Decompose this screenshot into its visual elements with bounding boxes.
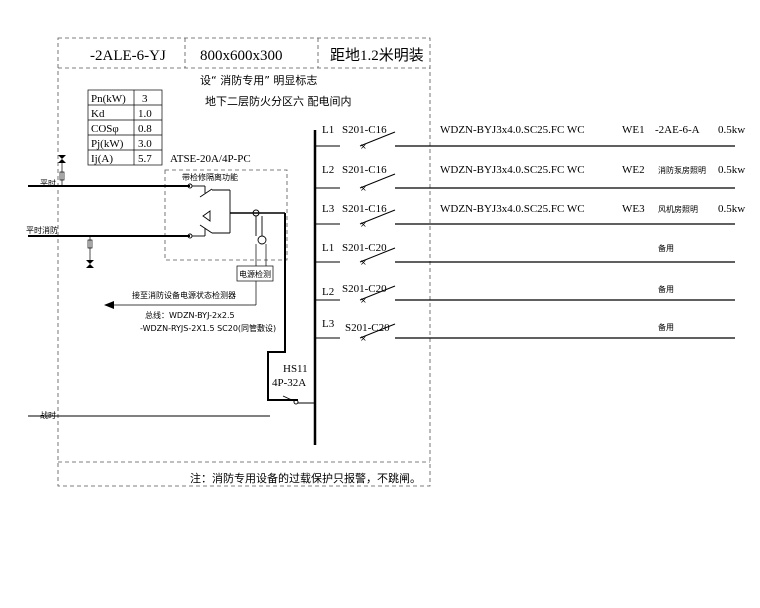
circuit-loop: WE1 xyxy=(622,124,645,136)
atse-note: 带检修隔离功能 xyxy=(182,172,238,182)
circuit-cable: WDZN-BYJ3x4.0.SC25.FC WC xyxy=(440,164,585,176)
circuit-load: 消防泵房照明 xyxy=(658,165,706,175)
location-note: 地下二层防火分区六 配电间内 xyxy=(205,94,352,108)
breaker-x-icon: × xyxy=(360,142,367,151)
circuit-power: 0.5kw xyxy=(718,124,745,136)
circuit-breaker: S201-C16 xyxy=(342,203,387,215)
param-label: COSφ xyxy=(91,123,119,135)
circuit-row: L1 S201-C16 × WDZN-BYJ3x4.0.SC25.FC WC W… xyxy=(315,124,745,151)
breaker-icon xyxy=(359,247,396,263)
param-table: Pn(kW) 3 Kd 1.0 COSφ 0.8 Pj(kW) 3.0 Ij(A… xyxy=(87,89,163,166)
circuit-breaker: S201-C16 xyxy=(342,164,387,176)
circuit-load: 备用 xyxy=(658,284,674,294)
breaker-icon xyxy=(359,131,396,147)
monitor-arrow-text: 接至消防设备电源状态检测器 xyxy=(132,290,236,300)
circuit-loop: WE3 xyxy=(622,203,645,215)
footer-note: 注：消防专用设备的过载保护只报警，不跳闸。 xyxy=(190,471,421,485)
circuit-row: L2 S201-C16 × WDZN-BYJ3x4.0.SC25.FC WC W… xyxy=(315,164,745,193)
monitor-bus-line2: -WDZN-RYJS-2X1.5 SC20(同管敷设) xyxy=(140,323,276,333)
circuit-load: 备用 xyxy=(658,243,674,253)
param-value: 1.0 xyxy=(138,108,152,120)
breaker-x-icon: × xyxy=(360,296,367,305)
atse-box xyxy=(164,169,288,261)
hs-label: HS11 xyxy=(283,363,308,375)
atse-switch-icon xyxy=(187,183,285,245)
param-label: Pj(kW) xyxy=(91,138,124,150)
breaker-icon xyxy=(359,209,396,225)
sign-note: 设“ 消防专用” 明显标志 xyxy=(200,73,317,87)
atse-model: ATSE-20A/4P-PC xyxy=(170,153,251,165)
input-normal-fire-label: 平时消防 xyxy=(26,225,58,235)
indicator-lamp-icon xyxy=(86,260,94,268)
breaker-icon xyxy=(359,173,396,189)
param-value: 3.0 xyxy=(138,138,152,150)
panel-size: 800x600x300 xyxy=(200,48,283,64)
circuit-phase: L2 xyxy=(322,164,334,176)
monitor-bus-line: 总线：WDZN-BYJ-2x2.5 xyxy=(145,310,235,320)
panel-id: -2ALE-6-YJ xyxy=(90,48,166,64)
indicator-lamp-icon xyxy=(58,155,66,163)
circuit-row: L1 S201-C20 × 备用 xyxy=(315,242,735,267)
breaker-x-icon: × xyxy=(360,334,367,343)
param-label: Ij(A) xyxy=(91,153,113,165)
breaker-icon xyxy=(359,285,396,301)
circuit-cable: WDZN-BYJ3x4.0.SC25.FC WC xyxy=(440,124,585,136)
circuit-load: 备用 xyxy=(658,322,674,332)
circuit-phase: L1 xyxy=(322,124,334,136)
power-monitor-label: 电源检测 xyxy=(239,269,271,279)
circuit-cable: WDZN-BYJ3x4.0.SC25.FC WC xyxy=(440,203,585,215)
circuit-power: 0.5kw xyxy=(718,203,745,215)
circuit-breaker: S201-C16 xyxy=(342,124,387,136)
circuit-breaker: S201-C20 xyxy=(342,283,387,295)
breaker-x-icon: × xyxy=(360,258,367,267)
monitor-wires xyxy=(110,244,267,306)
circuit-power: 0.5kw xyxy=(718,164,745,176)
panel-mount: 距地1.2米明装 xyxy=(330,47,424,64)
param-value: 3 xyxy=(142,93,148,105)
circuit-breaker: S201-C20 xyxy=(342,242,387,254)
circuit-loop: WE2 xyxy=(622,164,645,176)
circuit-phase: L1 xyxy=(322,242,334,254)
circuit-phase: L2 xyxy=(322,286,334,298)
circuit-load: 风机房照明 xyxy=(658,204,698,214)
param-label: Kd xyxy=(91,108,105,120)
circuit-row: L3 S201-C16 × WDZN-BYJ3x4.0.SC25.FC WC W… xyxy=(315,203,745,229)
circuit-phase: L3 xyxy=(322,318,335,330)
input-normal-label: 平时 xyxy=(40,178,56,188)
hs-switch-icon xyxy=(282,395,315,405)
param-label: Pn(kW) xyxy=(91,93,126,105)
breaker-x-icon: × xyxy=(360,220,367,229)
input-wartime-label: 战时 xyxy=(40,410,56,420)
input-lines xyxy=(28,160,270,417)
circuit-row: L3 S201-C20 × 备用 xyxy=(315,318,735,343)
power-monitor-box xyxy=(236,265,274,282)
feeder-wire xyxy=(267,213,298,401)
param-value: 0.8 xyxy=(138,123,152,135)
breaker-x-icon: × xyxy=(360,184,367,193)
circuit-breaker: S201-C20 xyxy=(345,322,390,334)
param-value: 5.7 xyxy=(138,153,152,165)
arrow-left-icon xyxy=(104,301,114,309)
circuit-phase: L3 xyxy=(322,203,335,215)
breaker-icon xyxy=(359,323,396,339)
circuit-row: L2 S201-C20 × 备用 xyxy=(315,283,735,305)
circuit-load: -2AE-6-A xyxy=(655,124,700,136)
hs-rating: 4P-32A xyxy=(272,377,306,389)
